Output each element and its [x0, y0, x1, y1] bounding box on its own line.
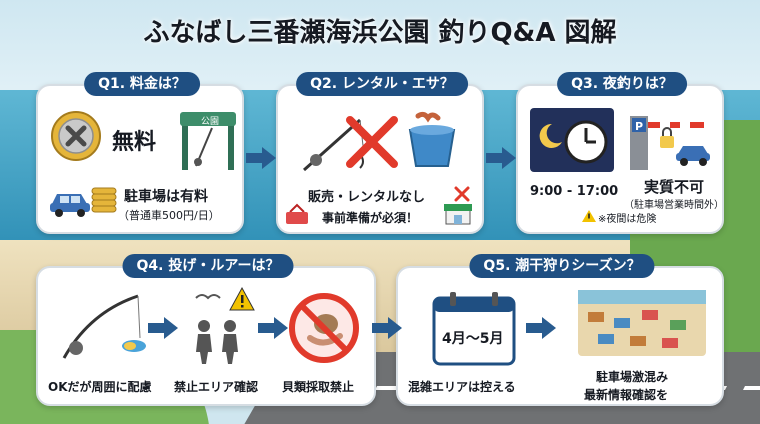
- card-q4-heading: Q4. 投げ・ルアーは？: [122, 254, 294, 278]
- free-label: 無料: [112, 130, 157, 155]
- avoid-crowds-label: 混雑エリアは控える: [408, 380, 516, 394]
- night-status-label: 実質不可: [644, 178, 705, 196]
- check-latest-info-label: 最新情報確認を: [584, 388, 669, 402]
- prep-required-label: 事前準備が必須！: [322, 211, 419, 225]
- open-hours-label: 9:00 - 17:00: [530, 184, 619, 199]
- prohibited-x-icon: [346, 116, 398, 168]
- convenience-store-icon: [444, 204, 472, 225]
- card-q4-casting-lure: Q4. 投げ・ルアーは？ OKだが周囲に配慮 禁止エリア確認: [36, 254, 376, 406]
- restricted-area-label: 禁止エリア確認: [174, 380, 259, 394]
- casting-ok-label: OKだが周囲に配慮: [48, 380, 152, 394]
- no-shellfish-label: 貝類採取禁止: [282, 380, 355, 394]
- free-coin-icon: [51, 111, 101, 161]
- parking-fee-label: 駐車場は有料: [124, 189, 208, 205]
- coin-stack-icon: [91, 187, 117, 213]
- parking-gate-icon: P: [630, 116, 710, 170]
- park-sign-label: 公園: [201, 117, 220, 127]
- parking-fee-detail: （普通車500円/日）: [118, 209, 220, 222]
- no-shell-collecting-icon: [289, 293, 359, 363]
- bait-bucket-icon: [408, 111, 456, 167]
- calendar-icon: [432, 292, 516, 366]
- svg-text:P: P: [635, 120, 643, 133]
- card-q1-fee: Q1. 料金は？ 無料 公園: [36, 72, 244, 234]
- season-months: 4月〜5月: [442, 331, 504, 347]
- crowded-beach-icon: [578, 290, 706, 356]
- warning-icon: [582, 210, 596, 222]
- people-birds-icon: [195, 294, 238, 364]
- card-q5-clam-season: Q5. 潮干狩りシーズン？ 4月〜5月 混雑エリアは控える 駐車場激混み 最新情…: [396, 254, 724, 406]
- night-clock-icon: [530, 108, 614, 172]
- park-gate-icon: [180, 112, 236, 170]
- no-rental-label: 販売・レンタルなし: [308, 190, 426, 205]
- card-q3-heading: Q3. 夜釣りは？: [557, 72, 687, 96]
- page-title: ふなばし三番瀬海浜公園 釣りQ&A 図解: [143, 18, 617, 48]
- card-q2-heading: Q2. レンタル・エサ？: [296, 72, 468, 96]
- car-icon: [50, 194, 90, 217]
- shopping-basket-icon: [286, 203, 308, 224]
- red-x-mark-icon: [454, 186, 470, 202]
- night-status-detail: （駐車場営業時間外）: [624, 200, 724, 211]
- card-q2-rental-bait: Q2. レンタル・エサ？ 販売・レンタルなし 事前準備が必須！: [276, 72, 484, 234]
- night-danger-note: ※夜間は危険: [598, 214, 657, 225]
- card-q5-heading: Q5. 潮干狩りシーズン？: [469, 254, 655, 278]
- parking-crowded-label: 駐車場激混み: [596, 370, 669, 384]
- card-q3-night-fishing: Q3. 夜釣りは？ P 9:00 - 17:00 実質不可 （駐車場営業時間外）: [516, 72, 724, 234]
- lure-rod-icon: [62, 294, 146, 359]
- card-q1-heading: Q1. 料金は？: [84, 72, 200, 96]
- caution-triangle-icon: [229, 286, 255, 311]
